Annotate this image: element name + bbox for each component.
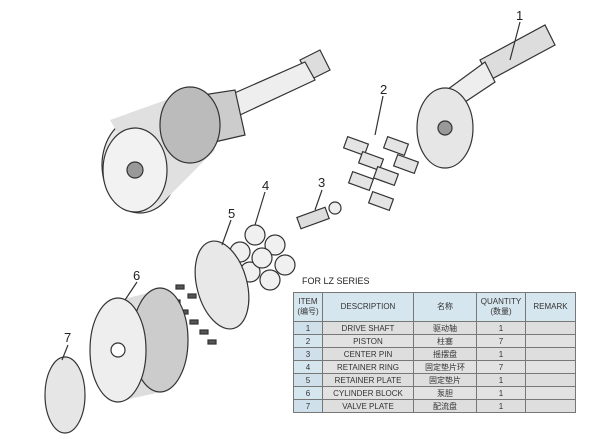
cell-description: CYLINDER BLOCK (322, 386, 414, 400)
cell-name-cn: 柱塞 (413, 334, 477, 348)
cell-quantity: 7 (476, 334, 526, 348)
drive-shaft (416, 21, 556, 169)
callout-2: 2 (380, 82, 388, 97)
cell-description: DRIVE SHAFT (322, 321, 414, 335)
cell-quantity: 1 (476, 347, 526, 361)
center-pin (296, 189, 342, 230)
cell-quantity: 1 (476, 321, 526, 335)
cylinder-block (89, 281, 189, 403)
cell-item: 5 (293, 373, 323, 387)
cell-description: CENTER PIN (322, 347, 414, 361)
cell-description: VALVE PLATE (322, 399, 414, 413)
cell-remark (525, 399, 576, 413)
cell-name-cn: 驱动轴 (413, 321, 477, 335)
callout-4: 4 (262, 178, 270, 193)
cell-item: 1 (293, 321, 323, 335)
header-remark: REMARK (525, 292, 576, 322)
cell-name-cn: 固定垫片 (413, 373, 477, 387)
callout-3: 3 (318, 175, 326, 190)
cell-remark (525, 386, 576, 400)
parts-table: ITEM (编号) DESCRIPTION 名称 QUANTITY (数量) R… (293, 292, 576, 413)
cell-remark (525, 347, 576, 361)
header-description: DESCRIPTION (322, 292, 414, 322)
cell-item: 2 (293, 334, 323, 348)
cell-quantity: 1 (476, 399, 526, 413)
header-quantity: QUANTITY (数量) (476, 292, 526, 322)
cell-quantity: 1 (476, 386, 526, 400)
cell-item: 6 (293, 386, 323, 400)
callout-5: 5 (228, 206, 236, 221)
series-caption: FOR LZ SERIES (302, 276, 370, 286)
cell-item: 7 (293, 399, 323, 413)
cell-remark (525, 321, 576, 335)
table-header: ITEM (编号) DESCRIPTION 名称 QUANTITY (数量) R… (293, 292, 576, 322)
cell-description: RETAINER RING (322, 360, 414, 374)
cell-description: PISTON (322, 334, 414, 348)
pistons (342, 95, 420, 212)
cell-remark (525, 334, 576, 348)
cell-item: 3 (293, 347, 323, 361)
cell-remark (525, 373, 576, 387)
callout-7: 7 (64, 330, 72, 345)
cell-item: 4 (293, 360, 323, 374)
cell-name-cn: 泵胆 (413, 386, 477, 400)
cell-description: RETAINER PLATE (322, 373, 414, 387)
callout-1: 1 (516, 8, 524, 23)
header-item: ITEM (编号) (293, 292, 323, 322)
header-name-cn: 名称 (413, 292, 477, 322)
cell-quantity: 1 (476, 373, 526, 387)
cell-name-cn: 摇摆盘 (413, 347, 477, 361)
valve-plate (44, 344, 86, 434)
retainer-plate (194, 219, 250, 330)
cell-name-cn: 配流盘 (413, 399, 477, 413)
cell-name-cn: 固定垫片环 (413, 360, 477, 374)
assembled-pump (101, 49, 331, 214)
cell-remark (525, 360, 576, 374)
callout-6: 6 (133, 268, 141, 283)
cell-quantity: 7 (476, 360, 526, 374)
